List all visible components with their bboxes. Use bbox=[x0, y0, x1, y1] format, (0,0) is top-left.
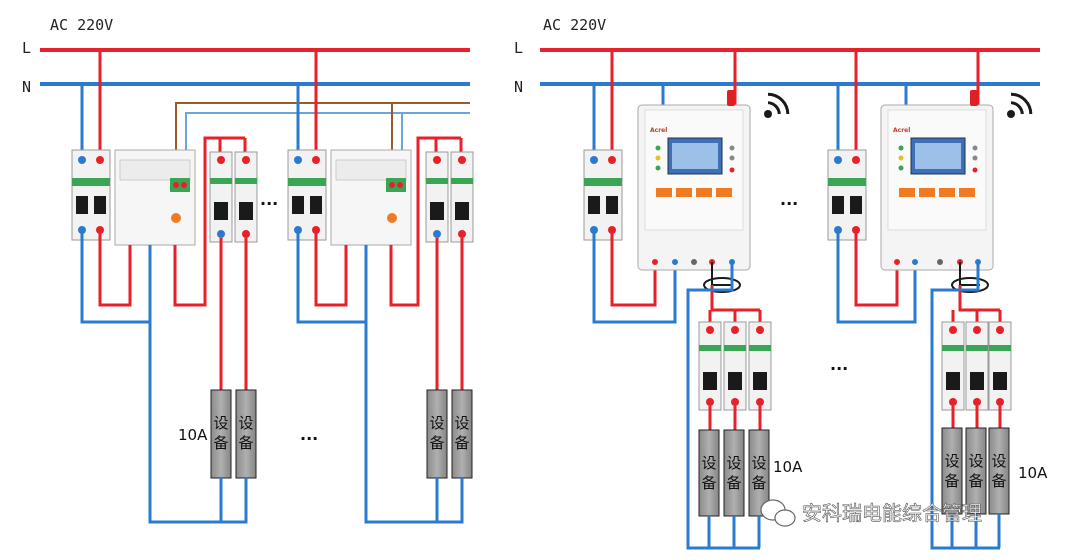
device-load: 设 备 bbox=[426, 389, 448, 479]
ellipsis: ... bbox=[780, 190, 798, 209]
branch-breaker bbox=[425, 151, 449, 243]
wifi-icon bbox=[1007, 92, 1033, 118]
unit-1-left: 设 备 设 备 10A ... ... bbox=[71, 50, 318, 524]
branch-breaker bbox=[450, 151, 474, 243]
branch-breaker bbox=[965, 321, 989, 411]
svg-text:备: 备 bbox=[454, 434, 469, 452]
svg-text:备: 备 bbox=[238, 434, 253, 452]
device-load: 设 备 bbox=[723, 429, 745, 517]
menu-button[interactable] bbox=[656, 188, 672, 197]
unit-2-right: Acrel bbox=[827, 50, 1048, 550]
device-load: 设 备 bbox=[698, 429, 720, 517]
branch-breaker bbox=[234, 151, 258, 243]
device-load: 设 备 bbox=[965, 427, 987, 515]
branch-breaker bbox=[723, 321, 747, 411]
current-rating-label: 10A bbox=[773, 458, 803, 476]
svg-text:设: 设 bbox=[751, 454, 766, 472]
svg-text:备: 备 bbox=[944, 472, 959, 490]
svg-text:设: 设 bbox=[701, 454, 716, 472]
main-breaker bbox=[71, 149, 111, 241]
svg-text:设: 设 bbox=[968, 452, 983, 470]
main-breaker bbox=[287, 149, 327, 241]
svg-text:设: 设 bbox=[944, 452, 959, 470]
ellipsis: ... bbox=[830, 355, 848, 374]
antenna-icon bbox=[727, 90, 735, 106]
supply-label-left: AC 220V bbox=[50, 16, 113, 34]
svg-text:备: 备 bbox=[726, 474, 741, 492]
svg-text:设: 设 bbox=[726, 454, 741, 472]
live-line-label-right: L bbox=[514, 39, 523, 57]
ellipsis: ... bbox=[300, 425, 318, 444]
menu-button[interactable] bbox=[899, 188, 915, 197]
monitoring-device: Acrel bbox=[637, 104, 751, 271]
unit-1-right: Acrel bbox=[583, 50, 848, 550]
left-panel: AC 220V L N bbox=[22, 16, 474, 524]
supply-label-right: AC 220V bbox=[543, 16, 606, 34]
live-line-label-left: L bbox=[22, 39, 31, 57]
enter-button[interactable] bbox=[716, 188, 732, 197]
device-load: 设 备 bbox=[748, 429, 770, 517]
enter-button[interactable] bbox=[959, 188, 975, 197]
monitoring-module bbox=[330, 149, 412, 246]
device-load: 设 备 bbox=[235, 389, 257, 479]
brand-logo: Acrel bbox=[893, 127, 910, 134]
branch-breaker bbox=[698, 321, 722, 411]
svg-text:设: 设 bbox=[429, 414, 444, 432]
svg-text:备: 备 bbox=[701, 474, 716, 492]
watermark-text: 安科瑞电能综合管理 bbox=[802, 501, 982, 525]
left-button[interactable] bbox=[676, 188, 692, 197]
wechat-icon bbox=[760, 499, 796, 527]
right-button[interactable] bbox=[939, 188, 955, 197]
current-rating-label: 10A bbox=[178, 426, 208, 444]
current-transformer bbox=[951, 277, 989, 293]
device-label: 设 bbox=[213, 414, 228, 432]
unit-2-left: 设 备 设 备 bbox=[287, 50, 474, 524]
svg-text:设: 设 bbox=[454, 414, 469, 432]
svg-text:备: 备 bbox=[751, 474, 766, 492]
device-load: 设 备 bbox=[988, 427, 1010, 515]
branch-breaker bbox=[209, 151, 233, 243]
device-load: 设 备 bbox=[451, 389, 473, 479]
branch-breaker bbox=[941, 321, 965, 411]
monitoring-device: Acrel bbox=[880, 104, 994, 271]
current-rating-label: 10A bbox=[1018, 464, 1048, 482]
wifi-icon bbox=[764, 92, 790, 118]
device-load: 设 备 bbox=[941, 427, 963, 515]
main-breaker bbox=[827, 149, 867, 241]
right-panel: AC 220V L N bbox=[514, 16, 1048, 550]
neutral-line-label-right: N bbox=[514, 78, 523, 96]
svg-text:设: 设 bbox=[991, 452, 1006, 470]
watermark: 安科瑞电能综合管理 bbox=[760, 499, 982, 527]
svg-text:备: 备 bbox=[968, 472, 983, 490]
right-button[interactable] bbox=[696, 188, 712, 197]
svg-text:备: 备 bbox=[429, 434, 444, 452]
svg-text:设: 设 bbox=[238, 414, 253, 432]
left-button[interactable] bbox=[919, 188, 935, 197]
svg-text:备: 备 bbox=[991, 472, 1006, 490]
svg-text:备: 备 bbox=[213, 434, 228, 452]
device-load: 设 备 bbox=[210, 389, 232, 479]
branch-breaker bbox=[988, 321, 1012, 411]
antenna-icon bbox=[970, 90, 978, 106]
monitoring-module bbox=[114, 149, 196, 246]
main-breaker bbox=[583, 149, 623, 241]
current-transformer bbox=[703, 277, 741, 293]
ellipsis: ... bbox=[260, 190, 278, 209]
neutral-line-label-left: N bbox=[22, 78, 31, 96]
brand-logo: Acrel bbox=[650, 127, 667, 134]
branch-breaker bbox=[748, 321, 772, 411]
